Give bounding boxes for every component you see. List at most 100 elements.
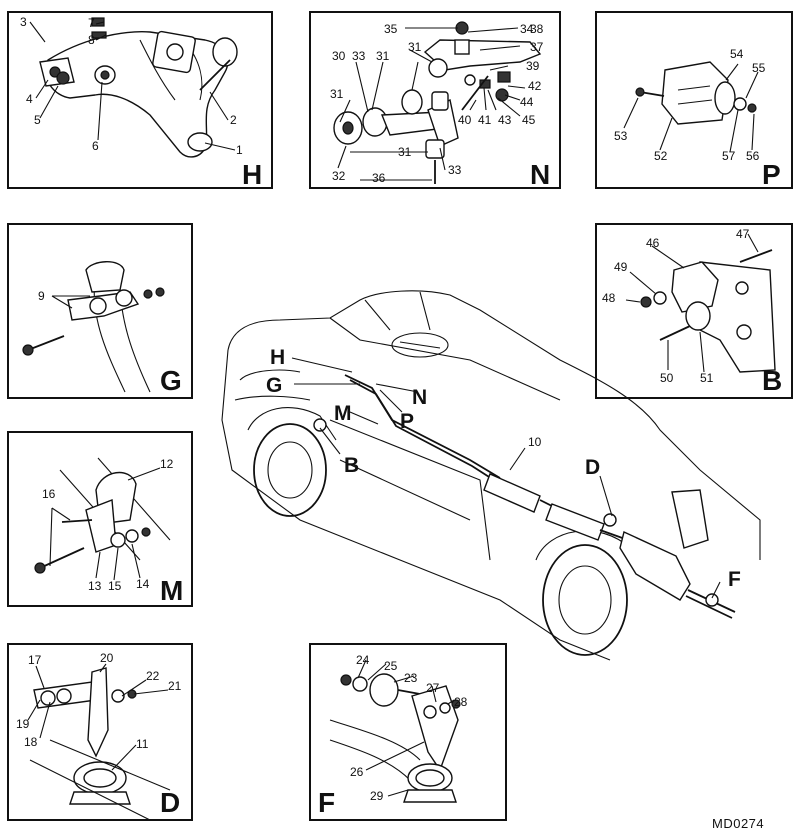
panel-letter-g: G <box>160 365 182 396</box>
callout-21: 21 <box>168 679 182 693</box>
callout-41: 41 <box>478 113 492 127</box>
panel-letter-h: H <box>242 159 262 190</box>
callout-6: 6 <box>92 139 99 153</box>
callout-42: 42 <box>528 79 542 93</box>
callout-28: 28 <box>454 695 468 709</box>
callout-33b: 33 <box>448 163 462 177</box>
callout-13: 13 <box>88 579 102 593</box>
callout-16: 16 <box>42 487 56 501</box>
car-callout-b: B <box>344 454 359 477</box>
callout-22: 22 <box>146 669 160 683</box>
panel-letter-n: N <box>530 159 550 190</box>
panel-n: 35 34 38 31 37 30 33 31 39 42 31 44 40 4… <box>309 11 561 190</box>
panel-letter-f: F <box>318 787 335 818</box>
mounting-plate <box>661 61 729 125</box>
callout-45: 45 <box>522 113 536 127</box>
callout-35: 35 <box>384 22 398 36</box>
callout-57: 57 <box>722 149 736 163</box>
callout-50: 50 <box>660 371 674 385</box>
front-silencer <box>483 473 541 513</box>
panel-letter-d: D <box>160 787 180 818</box>
car-callout-h: H <box>270 346 285 369</box>
callout-32: 32 <box>332 169 346 183</box>
car-callout-10: 10 <box>528 435 542 449</box>
callout-7: 7 <box>88 16 95 30</box>
callout-43: 43 <box>498 113 512 127</box>
callout-36: 36 <box>372 171 386 185</box>
panel-g: 9 G <box>7 223 193 399</box>
callout-37: 37 <box>530 40 544 54</box>
panel-letter-p: P <box>762 159 781 190</box>
callout-33a: 33 <box>352 49 366 63</box>
downpipe-outlet <box>187 132 213 152</box>
callout-53: 53 <box>614 129 628 143</box>
callout-23: 23 <box>404 671 418 685</box>
callout-11: 11 <box>136 737 149 751</box>
front-wheel <box>253 423 327 517</box>
rear-wheel <box>542 544 628 656</box>
callout-12: 12 <box>160 457 174 471</box>
callout-18: 18 <box>24 735 38 749</box>
callout-25: 25 <box>384 659 398 673</box>
callout-15: 15 <box>108 579 122 593</box>
rear-silencer <box>619 531 691 601</box>
panel-b: 46 47 49 48 50 51 B <box>595 223 793 399</box>
car-callout-f: F <box>728 568 741 591</box>
car-callout-m: M <box>334 402 352 425</box>
rubber-block <box>714 81 736 115</box>
callout-8: 8 <box>88 33 95 47</box>
mounting-block <box>671 261 719 313</box>
callout-5: 5 <box>34 113 41 127</box>
callout-2: 2 <box>230 113 237 127</box>
hanger-bracket <box>87 667 109 758</box>
callout-19: 19 <box>16 717 30 731</box>
callout-1: 1 <box>236 143 243 157</box>
callout-34: 34 <box>520 22 534 36</box>
callout-14: 14 <box>136 577 150 591</box>
panel-p: 54 55 53 52 57 56 P <box>595 11 793 190</box>
panel-m: 12 16 13 15 14 M <box>7 431 193 607</box>
panel-letter-m: M <box>160 575 183 606</box>
car-callout-n: N <box>412 386 427 409</box>
panel-d: 17 20 22 21 19 18 11 D <box>7 643 193 821</box>
reference-code: MD0274 <box>712 816 764 831</box>
callout-29: 29 <box>370 789 384 803</box>
callout-26: 26 <box>350 765 364 779</box>
panel-f: 24 25 23 27 28 26 29 F <box>309 643 507 821</box>
car-callout-g: G <box>266 374 282 397</box>
callout-55: 55 <box>752 61 766 75</box>
callout-49: 49 <box>614 260 628 274</box>
callout-27: 27 <box>426 681 440 695</box>
callout-48: 48 <box>602 291 616 305</box>
callout-39: 39 <box>526 59 540 73</box>
callout-47: 47 <box>736 227 750 241</box>
callout-56: 56 <box>746 149 760 163</box>
callout-52: 52 <box>654 149 668 163</box>
callout-31a: 31 <box>408 40 422 54</box>
car-callout-d: D <box>585 456 600 479</box>
tail-light <box>671 489 709 549</box>
car-illustration: H G M N P B D F 10 <box>221 290 761 661</box>
panel-h: 7 8 3 4 5 6 2 1 H <box>7 11 273 190</box>
rubber-mounting <box>369 673 399 707</box>
callout-38: 38 <box>530 22 544 36</box>
callout-51: 51 <box>700 371 714 385</box>
callout-9: 9 <box>38 289 45 303</box>
callout-46: 46 <box>646 236 660 250</box>
pipe-clamp <box>85 261 125 293</box>
callout-3: 3 <box>20 15 27 29</box>
callout-40: 40 <box>458 113 472 127</box>
callout-24: 24 <box>356 653 370 667</box>
callout-4: 4 <box>26 92 33 106</box>
car-callout-p: P <box>400 410 414 433</box>
callout-31c: 31 <box>330 87 344 101</box>
callout-30: 30 <box>332 49 346 63</box>
callout-44: 44 <box>520 95 534 109</box>
panel-letter-b: B <box>762 365 782 396</box>
callout-17: 17 <box>28 653 42 667</box>
callout-54: 54 <box>730 47 744 61</box>
callout-31b: 31 <box>376 49 390 63</box>
intermediate-silencer <box>545 503 605 541</box>
